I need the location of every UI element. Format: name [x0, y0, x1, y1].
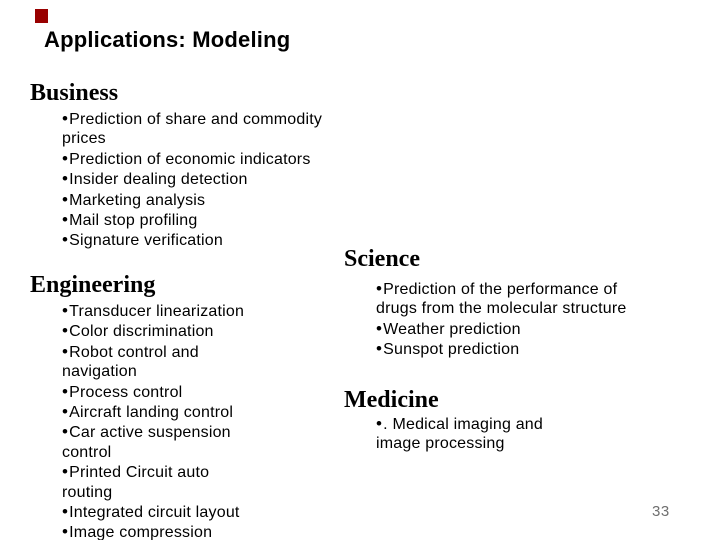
- bullet-icon: •: [62, 321, 69, 341]
- section-heading-business: Business: [30, 80, 119, 106]
- list-item: •Weather prediction: [376, 319, 691, 339]
- bullet-icon: •: [62, 522, 69, 540]
- bullet-icon: •: [62, 381, 69, 401]
- list-item: •Mail stop profiling: [62, 210, 382, 230]
- section-heading-medicine: Medicine: [344, 387, 439, 413]
- bullet-icon: •: [62, 189, 69, 209]
- list-item: •Car active suspension control: [62, 422, 332, 462]
- list-item-text: Car active suspension control: [62, 424, 231, 461]
- list-item-text: Process control: [69, 383, 183, 401]
- list-item: •Marketing analysis: [62, 190, 382, 210]
- section-heading-engineering: Engineering: [30, 272, 156, 298]
- list-item: •Prediction of share and commodity price…: [62, 109, 382, 149]
- list-item: •Integrated circuit layout: [62, 502, 332, 522]
- list-item: •Transducer linearization: [62, 301, 332, 321]
- business-bullet-list: •Prediction of share and commodity price…: [62, 109, 382, 251]
- list-item-text: Image compression: [69, 524, 213, 540]
- list-item-text: Transducer linearization: [69, 303, 245, 320]
- science-bullet-list: •Prediction of the performance of drugs …: [376, 279, 691, 360]
- list-item-text: Prediction of economic indicators: [69, 150, 311, 168]
- list-item-text: Sunspot prediction: [383, 341, 520, 359]
- bullet-icon: •: [376, 318, 383, 338]
- list-item-text: . Medical imaging and image processing: [376, 416, 543, 453]
- list-item-text: Printed Circuit auto routing: [62, 464, 210, 501]
- page-number: 33: [652, 503, 670, 520]
- list-item: •Printed Circuit auto routing: [62, 462, 332, 502]
- bullet-icon: •: [62, 109, 69, 128]
- list-item-text: Marketing analysis: [69, 191, 206, 209]
- list-item: •. Medical imaging and image processing: [376, 414, 656, 454]
- bullet-icon: •: [62, 169, 69, 189]
- list-item-text: Prediction of share and commodity prices: [62, 111, 323, 148]
- bullet-icon: •: [62, 422, 69, 442]
- bullet-icon: •: [62, 301, 69, 320]
- list-item-text: Robot control and navigation: [62, 343, 199, 381]
- list-item: •Signature verification: [62, 230, 382, 250]
- list-item: •Image compression: [62, 522, 332, 540]
- bullet-icon: •: [62, 210, 69, 230]
- list-item-text: Color discrimination: [69, 323, 214, 341]
- bullet-icon: •: [62, 402, 69, 422]
- engineering-bullet-list: •Transducer linearization •Color discrim…: [62, 301, 332, 540]
- bullet-icon: •: [376, 339, 383, 359]
- list-item-text: Insider dealing detection: [69, 171, 248, 189]
- section-heading-science: Science: [344, 246, 420, 272]
- list-item: •Insider dealing detection: [62, 169, 382, 189]
- bullet-icon: •: [62, 462, 69, 482]
- list-item-text: Weather prediction: [383, 320, 521, 338]
- list-item: •Process control: [62, 382, 332, 402]
- list-item-text: Aircraft landing control: [69, 404, 234, 422]
- list-item-text: Integrated circuit layout: [69, 504, 240, 522]
- list-item: •Prediction of the performance of drugs …: [376, 279, 691, 319]
- list-item: •Color discrimination: [62, 321, 332, 341]
- list-item: •Sunspot prediction: [376, 339, 691, 359]
- list-item: •Prediction of economic indicators: [62, 149, 382, 169]
- list-item-text: Prediction of the performance of drugs f…: [376, 281, 627, 318]
- bullet-icon: •: [62, 341, 69, 361]
- list-item-text: Signature verification: [69, 232, 223, 250]
- bullet-icon: •: [62, 148, 69, 168]
- slide-title: Applications: Modeling: [44, 27, 291, 52]
- bullet-icon: •: [376, 414, 383, 433]
- list-item: •Aircraft landing control: [62, 402, 332, 422]
- red-accent-square: [35, 9, 48, 23]
- medicine-bullet-list: •. Medical imaging and image processing: [376, 414, 656, 454]
- bullet-icon: •: [62, 502, 69, 522]
- list-item: •Robot control and navigation: [62, 342, 332, 382]
- list-item-text: Mail stop profiling: [69, 212, 198, 230]
- bullet-icon: •: [376, 279, 383, 298]
- bullet-icon: •: [62, 230, 69, 250]
